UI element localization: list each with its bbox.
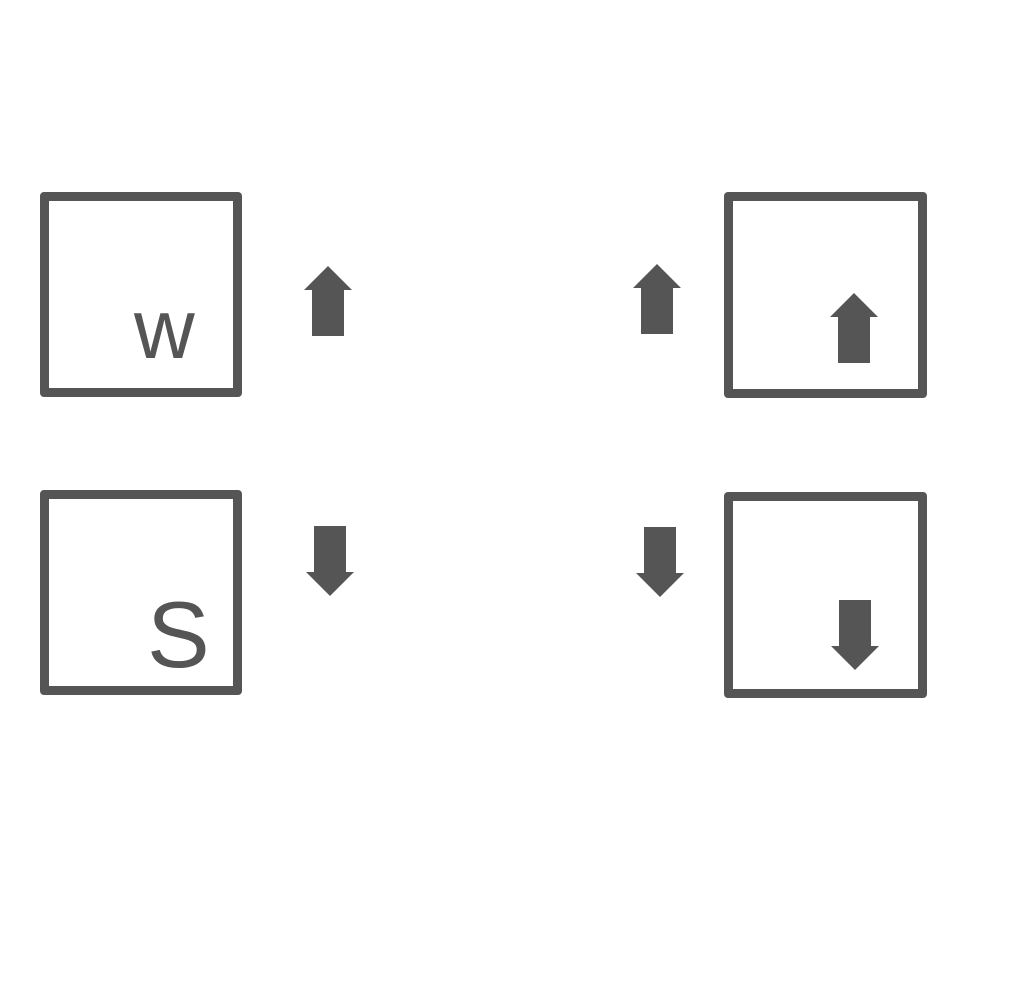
- arrow-down-icon: [306, 526, 354, 596]
- s-key: S: [40, 490, 242, 695]
- s-key-label: S: [147, 582, 210, 687]
- w-key-label: w: [134, 282, 195, 376]
- arrow-up-icon: [304, 266, 352, 336]
- up-arrow-key: [724, 192, 927, 398]
- arrow-up-icon: [633, 264, 681, 334]
- arrow-down-icon: [636, 527, 684, 597]
- down-arrow-key: [724, 492, 927, 698]
- arrow-down-icon: [831, 600, 879, 670]
- w-key: w: [40, 192, 242, 397]
- arrow-up-icon: [830, 293, 878, 363]
